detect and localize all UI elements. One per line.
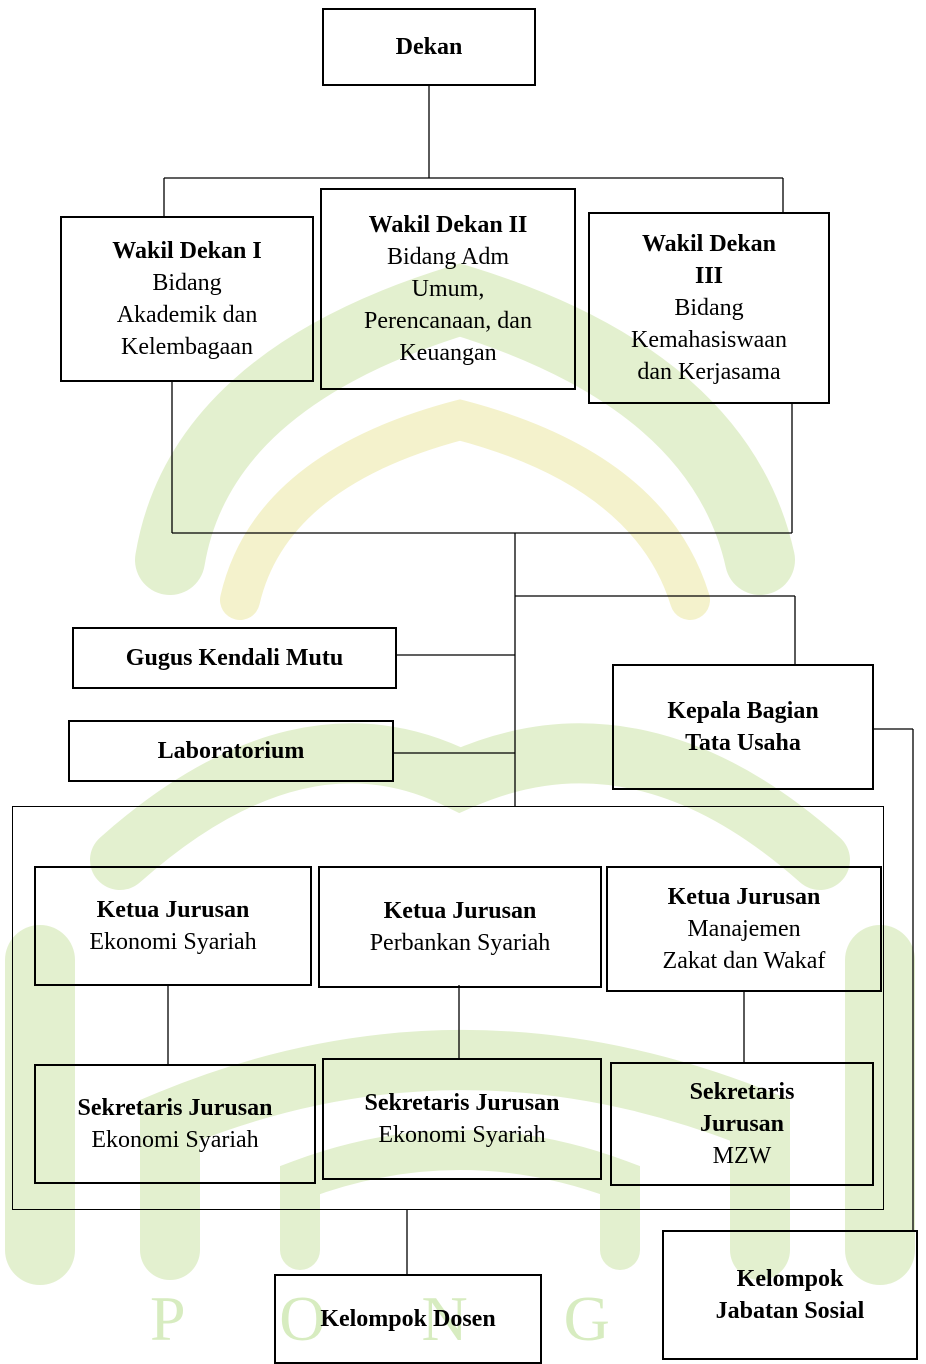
ketua-jurusan-es-line-1: Ekonomi Syariah (89, 929, 257, 955)
ketua-jurusan-mzw-line-2: Zakat dan Wakaf (662, 948, 826, 974)
sekretaris-jurusan-es-line-1: Ekonomi Syariah (91, 1127, 259, 1153)
wakil-dekan-2-line-1: Bidang Adm (386, 244, 509, 270)
wakil-dekan-3-title-2: III (694, 263, 724, 289)
kelompok-jabatan-sosial-box: Kelompok Jabatan Sosial (662, 1230, 918, 1360)
ketua-jurusan-es-box: Ketua Jurusan Ekonomi Syariah (34, 866, 312, 986)
wakil-dekan-2-box: Wakil Dekan II Bidang Adm Umum, Perencan… (320, 188, 576, 390)
wakil-dekan-1-line-3: Kelembagaan (121, 334, 253, 360)
kepala-bagian-tu-title-2: Tata Usaha (685, 730, 801, 756)
wakil-dekan-1-title: Wakil Dekan I (112, 238, 262, 264)
sekretaris-jurusan-ps-box: Sekretaris Jurusan Ekonomi Syariah (322, 1058, 602, 1180)
dekan-title: Dekan (395, 34, 463, 60)
wakil-dekan-2-line-3: Perencanaan, dan (364, 308, 532, 334)
wakil-dekan-3-box: Wakil Dekan III Bidang Kemahasiswaan dan… (588, 212, 830, 404)
wakil-dekan-2-line-4: Keuangan (399, 340, 497, 366)
wakil-dekan-3-line-3: dan Kerjasama (637, 359, 781, 385)
ketua-jurusan-ps-box: Ketua Jurusan Perbankan Syariah (318, 866, 602, 988)
wakil-dekan-3-title-1: Wakil Dekan (641, 231, 777, 257)
sekretaris-jurusan-ps-line-1: Ekonomi Syariah (378, 1122, 546, 1148)
gugus-kendali-mutu-title: Gugus Kendali Mutu (125, 645, 344, 671)
sekretaris-jurusan-mzw-box: Sekretaris Jurusan MZW (610, 1062, 874, 1186)
watermark-text: P O N G (150, 1283, 650, 1354)
sekretaris-jurusan-mzw-title-2: Jurusan (699, 1111, 785, 1137)
kepala-bagian-tu-title-1: Kepala Bagian (667, 698, 819, 724)
ketua-jurusan-ps-line-1: Perbankan Syariah (369, 930, 551, 956)
gugus-kendali-mutu-box: Gugus Kendali Mutu (72, 627, 397, 689)
wakil-dekan-3-line-1: Bidang (674, 295, 744, 321)
wakil-dekan-1-line-1: Bidang (152, 270, 222, 296)
wakil-dekan-1-box: Wakil Dekan I Bidang Akademik dan Kelemb… (60, 216, 314, 382)
jurusan-group-frame (12, 806, 884, 1210)
wakil-dekan-2-title: Wakil Dekan II (368, 212, 528, 238)
sekretaris-jurusan-mzw-title-1: Sekretaris (689, 1079, 795, 1105)
ketua-jurusan-es-title: Ketua Jurusan (96, 897, 250, 923)
sekretaris-jurusan-es-title: Sekretaris Jurusan (77, 1095, 273, 1121)
kelompok-dosen-title: Kelompok Dosen (320, 1306, 496, 1332)
kelompok-dosen-box: Kelompok Dosen (274, 1274, 542, 1364)
kepala-bagian-tu-box: Kepala Bagian Tata Usaha (612, 664, 874, 790)
laboratorium-box: Laboratorium (68, 720, 394, 782)
sekretaris-jurusan-mzw-line-1: MZW (712, 1143, 772, 1169)
laboratorium-title: Laboratorium (157, 738, 305, 764)
dekan-box: Dekan (322, 8, 536, 86)
wakil-dekan-1-line-2: Akademik dan (116, 302, 258, 328)
wakil-dekan-2-line-2: Umum, (411, 276, 485, 302)
ketua-jurusan-mzw-box: Ketua Jurusan Manajemen Zakat dan Wakaf (606, 866, 882, 992)
sekretaris-jurusan-ps-title: Sekretaris Jurusan (364, 1090, 560, 1116)
kelompok-jabatan-sosial-title-1: Kelompok (736, 1266, 844, 1292)
ketua-jurusan-ps-title: Ketua Jurusan (383, 898, 537, 924)
ketua-jurusan-mzw-line-1: Manajemen (687, 916, 801, 942)
sekretaris-jurusan-es-box: Sekretaris Jurusan Ekonomi Syariah (34, 1064, 316, 1184)
wakil-dekan-3-line-2: Kemahasiswaan (631, 327, 787, 353)
kelompok-jabatan-sosial-title-2: Jabatan Sosial (715, 1298, 865, 1324)
ketua-jurusan-mzw-title: Ketua Jurusan (667, 884, 821, 910)
